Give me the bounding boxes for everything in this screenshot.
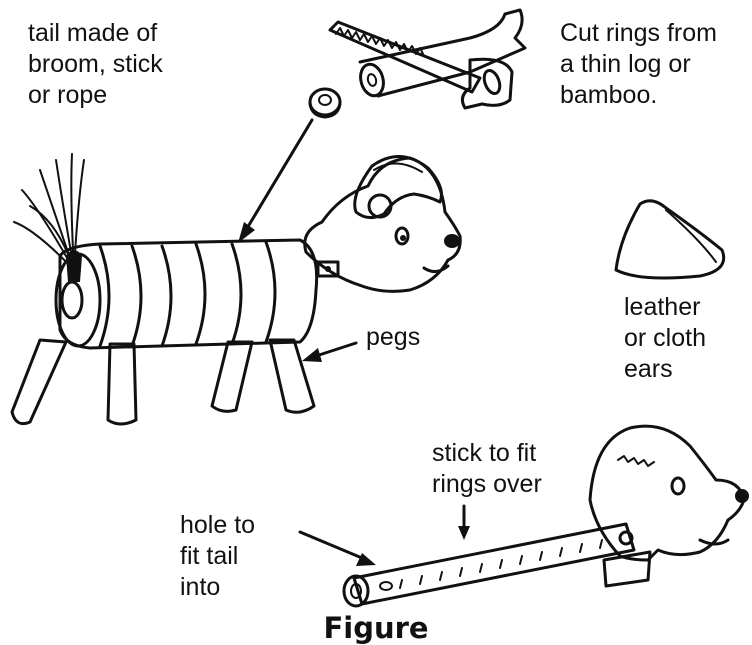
leather-ear-illustration: [616, 201, 724, 278]
figure-caption: Figure: [0, 612, 752, 644]
stick-label: stick to fit rings over: [432, 438, 542, 500]
wood-ring-illustration: [310, 89, 340, 117]
ears-label: leather or cloth ears: [624, 292, 706, 385]
wood-head-and-stick-illustration: [344, 426, 749, 606]
pegs-label: pegs: [366, 322, 420, 353]
dog-body-rings-illustration: [56, 240, 317, 348]
dog-head-illustration: [305, 156, 461, 291]
broom-tail-illustration: [14, 154, 84, 282]
tail-label: tail made of broom, stick or rope: [28, 18, 163, 111]
rings-label: Cut rings from a thin log or bamboo.: [560, 18, 717, 111]
hole-arrow: [300, 532, 376, 566]
pegs-arrow: [302, 343, 356, 362]
saw-and-log-illustration: [330, 10, 525, 108]
leg-pegs-illustration: [12, 340, 314, 424]
ring-arrow: [238, 120, 312, 243]
stick-arrow: [458, 506, 470, 540]
hole-label: hole to fit tail into: [180, 510, 255, 603]
